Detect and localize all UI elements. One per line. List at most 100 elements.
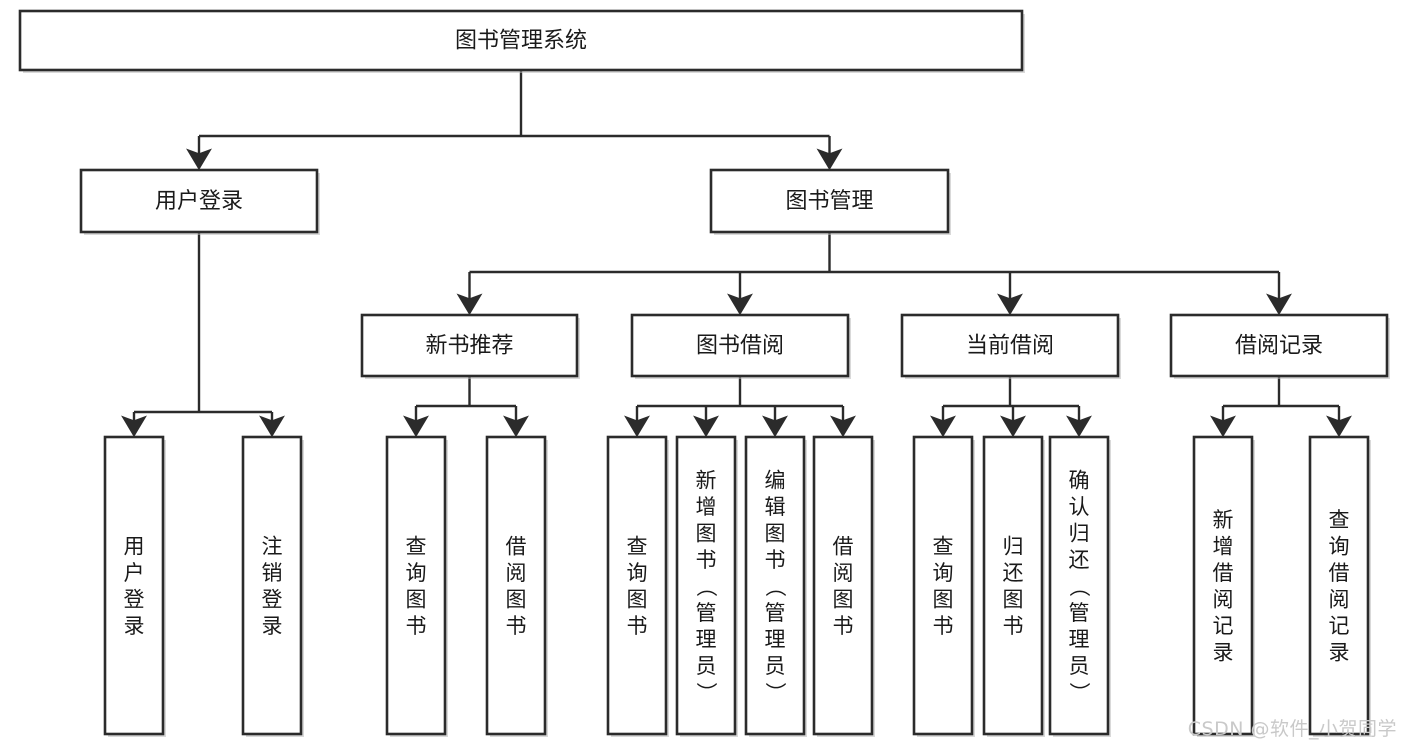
node-labels: 图书管理系统用户登录图书管理新书推荐图书借阅当前借阅借阅记录用户登录注销登录查询… [124,29,1350,703]
node-box-root[interactable] [18,9,1024,72]
svg-text:记: 记 [1329,614,1350,638]
svg-text:询: 询 [933,561,954,585]
svg-text:书: 书 [406,614,427,638]
svg-text:归: 归 [1069,521,1090,545]
svg-text:图: 图 [933,588,954,612]
svg-text:认: 认 [1069,495,1090,519]
node-box-borrow-record[interactable] [1169,313,1389,378]
svg-text:管: 管 [765,601,786,625]
svg-text:查: 查 [627,535,648,559]
svg-text:借: 借 [506,535,527,559]
svg-text:录: 录 [124,614,145,638]
node-box-book-manage[interactable] [709,168,950,234]
svg-text:）: ） [1067,682,1091,703]
node-box-leaf-add-book[interactable] [675,435,737,736]
svg-text:管: 管 [696,601,717,625]
node-box-leaf-query-record[interactable] [1308,435,1370,736]
svg-text:图: 图 [696,521,717,545]
svg-text:查: 查 [933,535,954,559]
svg-text:登: 登 [262,588,283,612]
svg-text:辑: 辑 [765,495,786,519]
svg-text:阅: 阅 [1329,588,1350,612]
svg-text:新: 新 [696,468,717,492]
node-box-user-login[interactable] [79,168,319,234]
svg-text:户: 户 [124,561,145,585]
node-boxes [18,9,1389,736]
svg-text:书: 书 [833,614,854,638]
svg-text:（: （ [763,576,787,597]
svg-text:理: 理 [1069,627,1090,651]
svg-text:借: 借 [1329,561,1350,585]
svg-text:登: 登 [124,588,145,612]
node-box-current-borrow[interactable] [900,313,1120,378]
connector-lines [121,70,1352,438]
svg-text:书: 书 [696,548,717,572]
node-box-leaf-borrow-book-rec[interactable] [485,435,547,736]
svg-text:记: 记 [1213,614,1234,638]
svg-text:书: 书 [765,548,786,572]
node-box-leaf-logout[interactable] [241,435,303,736]
svg-text:员: 员 [765,654,786,678]
node-box-book-borrow[interactable] [630,313,850,378]
node-label-leaf-user-login: 用户登录 [124,535,145,639]
svg-text:图: 图 [627,588,648,612]
svg-text:员: 员 [1069,654,1090,678]
svg-text:图: 图 [506,588,527,612]
svg-text:图: 图 [765,521,786,545]
svg-text:还: 还 [1069,548,1090,572]
svg-text:询: 询 [1329,535,1350,559]
svg-text:图: 图 [1003,588,1024,612]
svg-text:（: （ [694,576,718,597]
node-box-leaf-query-book-cb[interactable] [912,435,974,736]
svg-text:理: 理 [765,627,786,651]
node-label-new-book-recommend: 新书推荐 [425,334,513,359]
node-label-user-login: 用户登录 [155,189,243,214]
svg-text:图: 图 [406,588,427,612]
svg-text:（: （ [1067,576,1091,597]
svg-text:书: 书 [506,614,527,638]
svg-text:阅: 阅 [1213,588,1234,612]
node-box-leaf-user-login[interactable] [103,435,165,736]
node-box-new-book-recommend[interactable] [360,313,579,378]
node-box-leaf-query-book-rec[interactable] [385,435,447,736]
svg-text:书: 书 [627,614,648,638]
svg-text:录: 录 [262,614,283,638]
svg-text:确: 确 [1069,468,1090,492]
svg-text:阅: 阅 [833,561,854,585]
node-label-root: 图书管理系统 [455,29,587,54]
svg-text:用: 用 [124,535,145,559]
node-box-leaf-add-record[interactable] [1192,435,1254,736]
svg-text:理: 理 [696,627,717,651]
svg-text:增: 增 [1213,535,1234,559]
svg-text:员: 员 [696,654,717,678]
svg-text:新: 新 [1213,508,1234,532]
svg-text:查: 查 [1329,508,1350,532]
node-box-leaf-confirm-return[interactable] [1048,435,1110,736]
svg-text:查: 查 [406,535,427,559]
svg-text:录: 录 [1213,641,1234,665]
svg-text:书: 书 [1003,614,1024,638]
node-box-leaf-return-book[interactable] [982,435,1044,736]
svg-text:阅: 阅 [506,561,527,585]
node-box-leaf-query-book-bb[interactable] [606,435,668,736]
svg-text:录: 录 [1329,641,1350,665]
svg-text:图: 图 [833,588,854,612]
svg-text:借: 借 [1213,561,1234,585]
svg-text:管: 管 [1069,601,1090,625]
svg-text:编: 编 [765,468,786,492]
svg-text:书: 书 [933,614,954,638]
node-box-leaf-borrow-book-bb[interactable] [812,435,874,736]
node-label-current-borrow: 当前借阅 [966,334,1054,359]
node-box-leaf-edit-book[interactable] [744,435,806,736]
